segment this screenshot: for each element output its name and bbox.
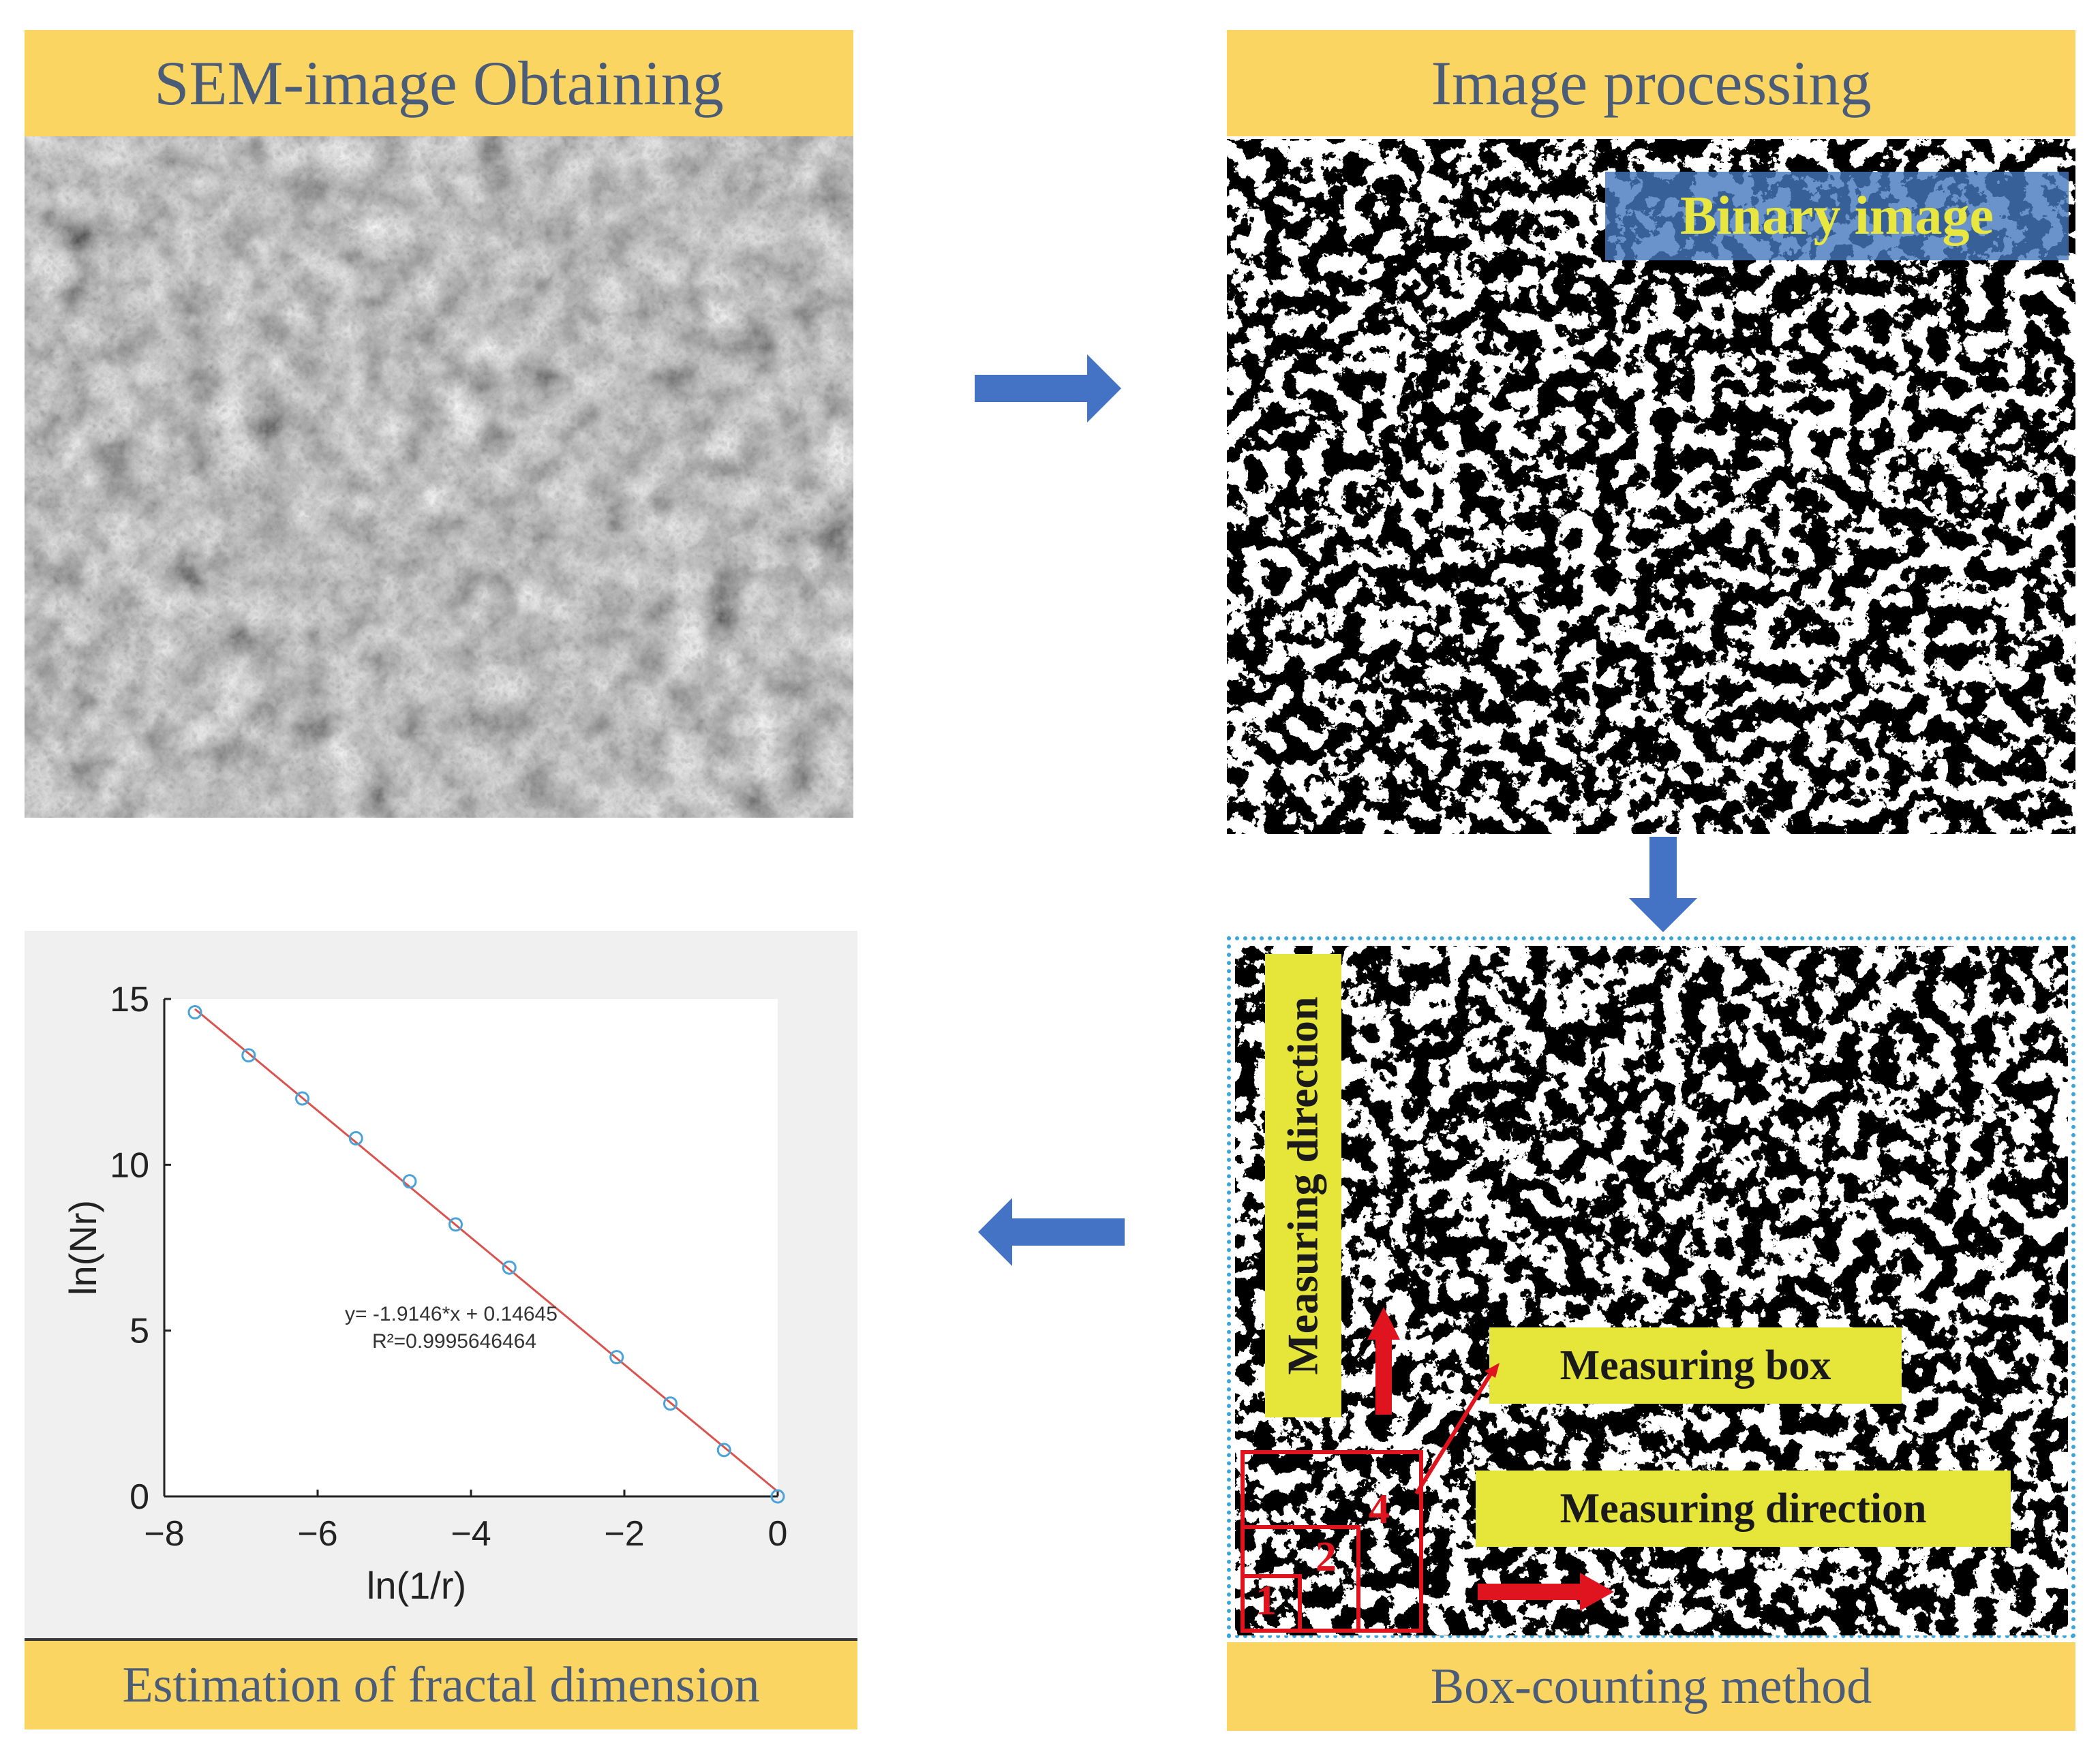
equation-annotation: y= -1.9146*x + 0.14645 <box>345 1303 558 1325</box>
processing-title-banner: Image processing <box>1227 30 2075 136</box>
measuring-box-label: Measuring box <box>1489 1327 1902 1404</box>
box-counting-frame <box>1227 936 2075 1638</box>
y-tick-label: 5 <box>130 1312 149 1351</box>
arrow-up-icon <box>1367 1307 1400 1415</box>
data-point <box>241 1048 256 1063</box>
box-number-2: 2 <box>1315 1534 1337 1580</box>
x-axis-label: ln(1/r) <box>367 1564 466 1607</box>
data-point <box>663 1396 678 1411</box>
measuring-box-1 <box>1241 1574 1302 1633</box>
data-point <box>402 1174 417 1189</box>
x-tick-label: −6 <box>297 1514 337 1554</box>
sem-title-banner: SEM-image Obtaining <box>25 30 853 136</box>
estimation-title: Estimation of fractal dimension <box>122 1657 760 1713</box>
data-point <box>609 1350 624 1365</box>
x-tick-label: −8 <box>144 1514 184 1554</box>
fit-line <box>194 1008 778 1493</box>
chart-bottom-rule <box>25 1638 857 1641</box>
sem-image <box>25 136 853 818</box>
data-point <box>187 1004 202 1019</box>
pointer-line-icon <box>1414 1363 1500 1495</box>
x-tick-label: −4 <box>451 1514 491 1554</box>
data-point <box>295 1091 309 1106</box>
box-number-1: 1 <box>1256 1578 1277 1624</box>
arrow-down-icon <box>1629 837 1697 932</box>
estimation-title-banner: Estimation of fractal dimension <box>25 1641 857 1729</box>
horizontal-direction-label: Measuring direction <box>1476 1471 2011 1547</box>
arrow-right-red-icon <box>1478 1573 1614 1611</box>
chart-plot-area <box>164 999 778 1496</box>
data-point <box>348 1130 363 1145</box>
arrow-left-icon <box>978 1198 1125 1266</box>
data-point <box>502 1260 517 1275</box>
binary-image-label: Binary image <box>1605 172 2069 260</box>
data-point <box>770 1489 785 1504</box>
processing-title: Image processing <box>1431 48 1872 118</box>
data-point <box>716 1443 731 1458</box>
box-number-4: 4 <box>1369 1486 1390 1533</box>
y-tick-label: 15 <box>110 980 149 1019</box>
y-axis-label: ln(Nr) <box>61 1200 104 1295</box>
fractal-chart: −8 −6 −4 −2 0 0 5 10 15 ln(1/r) ln(Nr) y= -1.9146*x… <box>61 980 788 1607</box>
data-point <box>448 1217 463 1232</box>
x-tick-label: 0 <box>768 1514 788 1554</box>
y-tick-label: 0 <box>130 1477 149 1517</box>
sem-title: SEM-image Obtaining <box>154 48 724 118</box>
y-tick-label: 10 <box>110 1145 149 1185</box>
x-tick-label: −2 <box>604 1514 644 1554</box>
r2-annotation: R²=0.9995646464 <box>372 1330 536 1353</box>
box-counting-title: Box-counting method <box>1430 1658 1872 1714</box>
vertical-direction-label: Measuring direction <box>1265 954 1341 1417</box>
arrow-right-icon <box>975 354 1121 422</box>
box-counting-title-banner: Box-counting method <box>1227 1642 2075 1731</box>
